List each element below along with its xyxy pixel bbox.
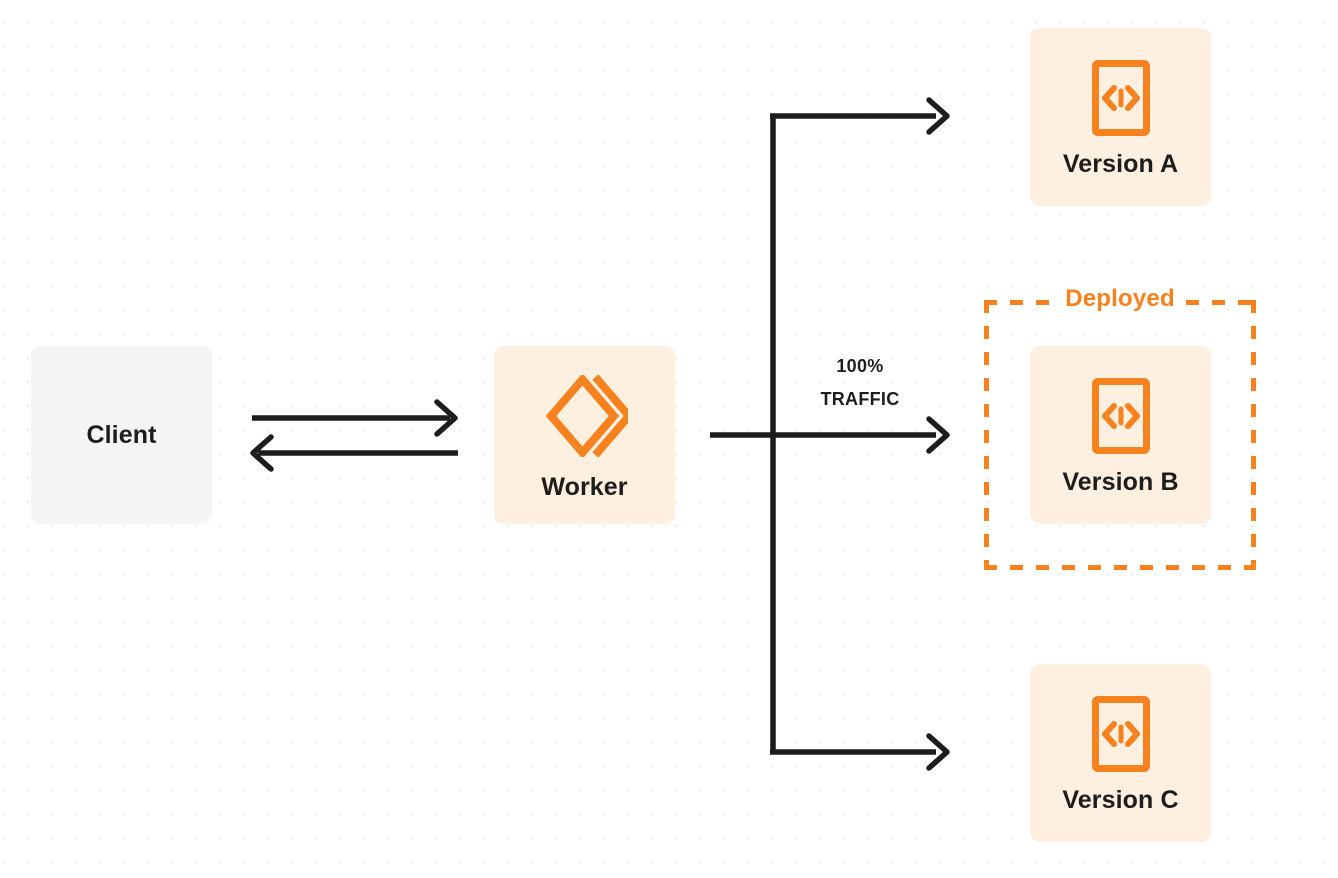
arrow-client-to-worker [252,399,458,437]
cloudflare-workers-logo-icon [545,374,628,457]
code-document-icon [1091,695,1150,772]
client-label: Client [86,420,157,449]
arrow-worker-to-version-b [710,416,950,454]
arrow-worker-to-client [250,434,458,472]
worker-label: Worker [541,472,628,501]
traffic-annotation: 100% TRAFFIC [790,350,930,417]
code-document-icon [1091,377,1150,454]
deployed-frame-left-segment [984,300,989,570]
traffic-percent: 100% [836,356,884,376]
deployed-frame-top-left-segment [984,300,1054,305]
version-a-label: Version A [1062,149,1179,178]
deployed-badge: Deployed [1056,285,1184,314]
traffic-word: TRAFFIC [820,389,900,410]
code-document-icon [1091,59,1150,136]
version-b-label: Version B [1062,467,1179,496]
version-c-label: Version C [1062,785,1179,814]
worker-node[interactable]: Worker [494,346,675,524]
version-c-node[interactable]: Version C [1030,664,1211,842]
deployed-frame-top-right-segment [1186,300,1256,305]
deployed-frame-right-segment [1251,300,1256,570]
version-a-node[interactable]: Version A [1030,28,1211,206]
arrow-worker-to-version-c [770,733,950,771]
deployed-frame-bottom-segment [984,565,1256,570]
version-b-node[interactable]: Version B [1030,346,1211,524]
arrow-worker-to-version-a [770,97,950,135]
client-node[interactable]: Client [31,346,212,524]
